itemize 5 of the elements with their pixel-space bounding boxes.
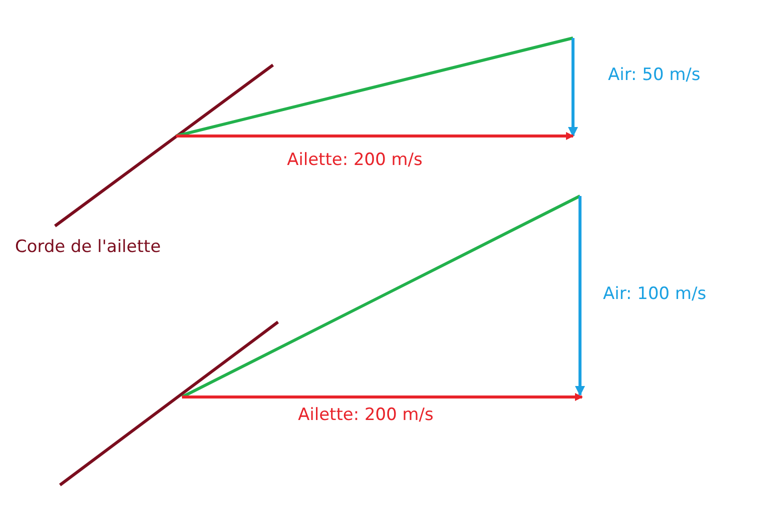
chord-label: Corde de l'ailette: [15, 237, 161, 257]
velocity-label: Ailette: 200 m/s: [287, 150, 422, 170]
velocity-label: Air: 100 m/s: [603, 284, 706, 304]
velocity-label: Ailette: 200 m/s: [298, 405, 434, 425]
velocity-label: Air: 50 m/s: [608, 65, 700, 85]
